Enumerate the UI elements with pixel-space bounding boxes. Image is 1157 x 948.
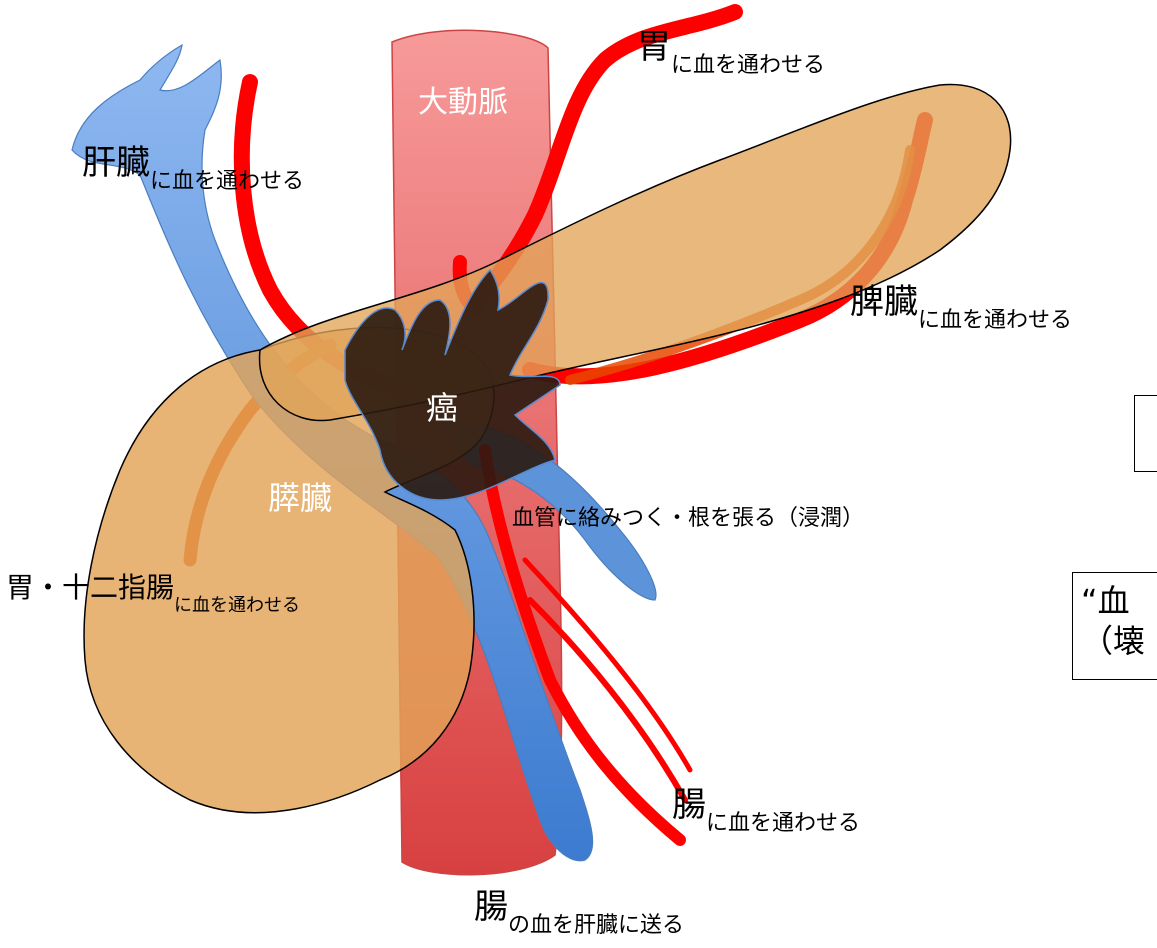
right-box-text: “血 （壊: [1081, 582, 1146, 660]
liver-sub-text: に血を通わせる: [150, 169, 305, 194]
spleen-label: 脾臓に血を通わせる: [850, 285, 1072, 332]
liver-main-text: 肝臓: [82, 143, 150, 183]
spleen-sub-text: に血を通わせる: [918, 308, 1073, 333]
spleen-main-text: 脾臓: [850, 282, 918, 322]
mesenteric-branch-2: [522, 557, 693, 773]
stomach-label: 胃に血を通わせる: [637, 30, 825, 77]
invasion-label: 血管に絡みつく・根を張る（浸潤）: [512, 506, 865, 531]
duodenum-label: 胃・十二指腸に血を通わせる: [6, 574, 300, 615]
intestine-label: 腸に血を通わせる: [672, 788, 860, 835]
intestine-main-text: 腸: [672, 785, 706, 825]
cancer-label: 癌: [426, 389, 459, 427]
portal-label: 腸の血を肝臓に送る: [474, 890, 684, 937]
duodenum-main-text: 胃・十二指腸: [6, 571, 175, 604]
aorta-label: 大動脈: [418, 85, 508, 120]
intestine-sub-text: に血を通わせる: [706, 811, 861, 836]
mesenteric-branch-1: [527, 597, 688, 803]
liver-label: 肝臓に血を通わせる: [82, 146, 304, 193]
right-box-upper: [1134, 395, 1157, 472]
portal-sub-text: の血を肝臓に送る: [508, 913, 685, 938]
tumor-shape: [344, 268, 561, 501]
pancreas-label: 膵臓: [268, 479, 333, 517]
stomach-sub-text: に血を通わせる: [671, 53, 826, 78]
right-box-lower: “血 （壊: [1072, 572, 1157, 680]
stomach-main-text: 胃: [637, 27, 671, 67]
duodenum-sub-text: に血を通わせる: [174, 595, 301, 616]
mesenteric-artery: [479, 444, 686, 846]
portal-main-text: 腸: [474, 887, 508, 927]
